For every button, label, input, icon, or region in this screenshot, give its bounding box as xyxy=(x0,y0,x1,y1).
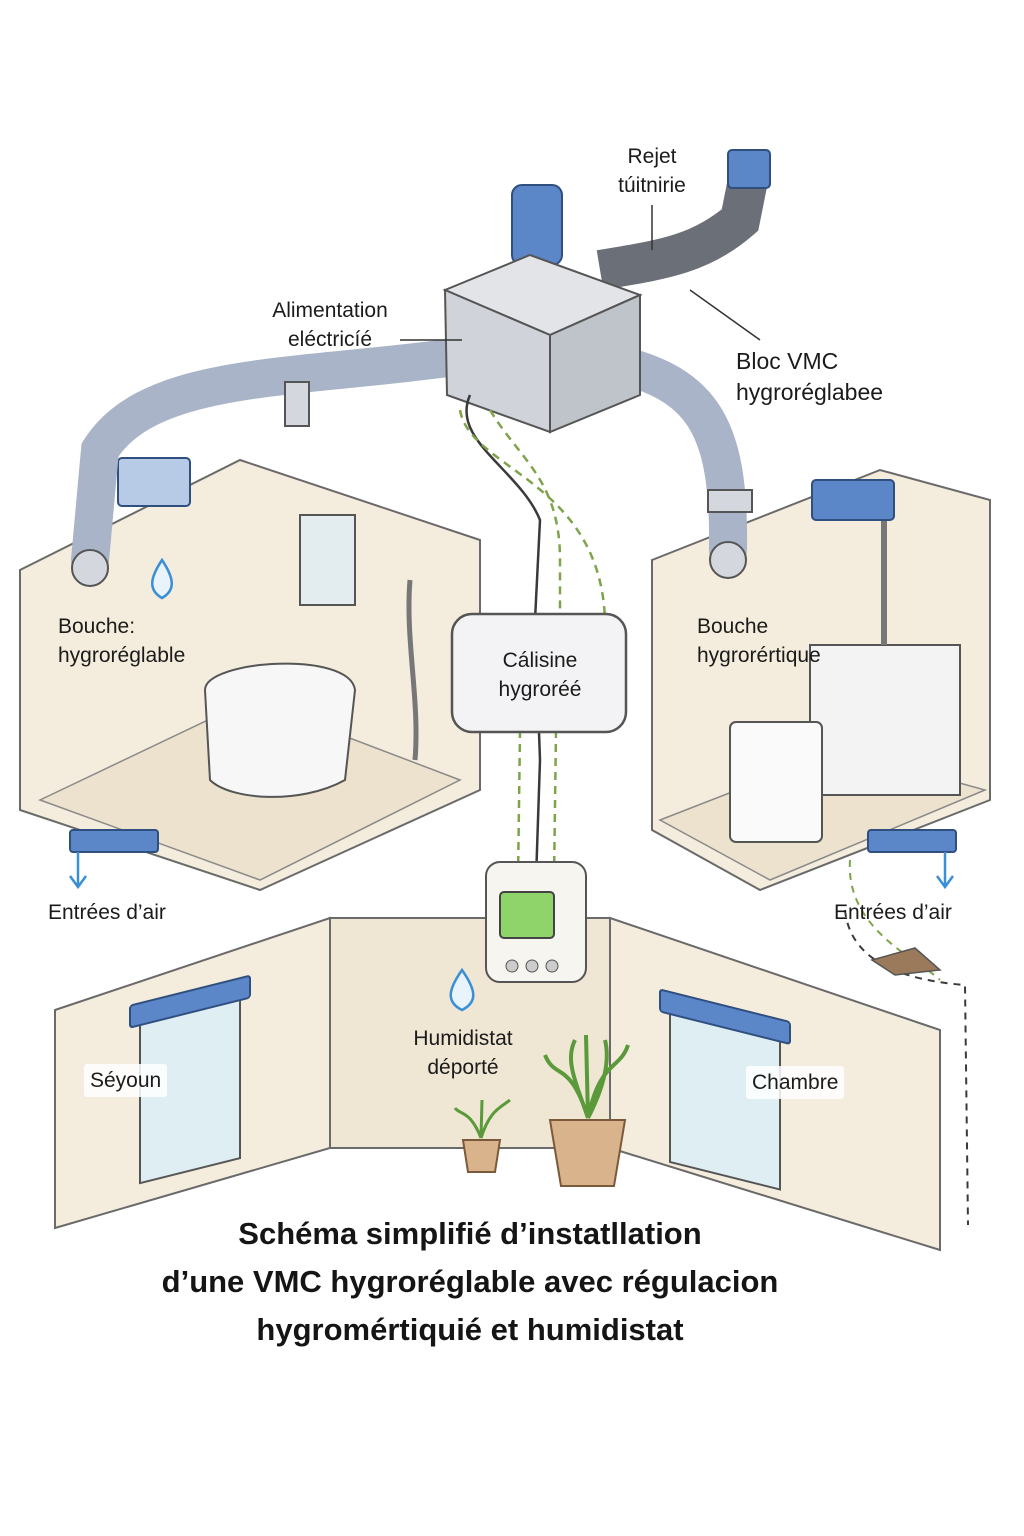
large-plant-leaves xyxy=(543,1034,630,1119)
label-humidistat: Humidistat déporté xyxy=(388,1024,538,1082)
large-plant-pot xyxy=(548,1119,627,1187)
toilet xyxy=(203,662,357,798)
label-bouche-right: Bouche hygrorértique xyxy=(697,612,821,670)
outdoor-sensor xyxy=(870,947,942,976)
water-drop-icon xyxy=(151,557,173,600)
small-plant-leaves xyxy=(453,1098,511,1139)
living-room-vent xyxy=(129,975,251,1028)
label-caisson-line1: Cálisine xyxy=(502,649,578,672)
duct-collar-right xyxy=(707,489,753,513)
label-rejet: Rejet túitnirie xyxy=(592,142,712,200)
cables xyxy=(458,394,969,1226)
small-plant-pot xyxy=(461,1139,502,1173)
label-sejour: Séyoun xyxy=(84,1064,168,1097)
exhaust-cap xyxy=(727,149,771,189)
cable-green-4 xyxy=(552,729,558,881)
kitchen-room xyxy=(651,468,991,892)
label-rejet-line2: túitnirie xyxy=(618,174,686,197)
cable-dark xyxy=(465,394,542,881)
water-drop-icon xyxy=(449,967,475,1012)
bathroom-air-inlet xyxy=(69,829,159,853)
arrow-down-icon xyxy=(68,852,88,890)
label-bloc-vmc-line2: hygroréglabee xyxy=(736,379,884,405)
bathroom-mirror xyxy=(299,514,356,606)
bathroom-room xyxy=(19,457,481,892)
bathroom-vent-top xyxy=(117,457,191,507)
bathroom-extract-vent xyxy=(71,549,109,587)
label-bouche-left: Bouche: hygroréglable xyxy=(58,612,185,670)
label-rejet-line1: Rejet xyxy=(627,145,677,168)
label-caisson-line2: hygroréé xyxy=(498,678,582,701)
label-chambre: Chambre xyxy=(746,1066,845,1099)
label-bloc-vmc-line1: Bloc VMC xyxy=(736,348,839,374)
label-bouche-right-line2: hygrorértique xyxy=(697,644,821,667)
humidistat-device xyxy=(485,861,587,983)
kitchen-appliance xyxy=(809,644,961,796)
duct-left xyxy=(71,336,489,579)
humidistat-button-right xyxy=(545,959,559,973)
label-bloc-vmc: Bloc VMC hygroréglabee xyxy=(736,346,883,408)
top-outlet xyxy=(511,184,563,266)
cable-green-1 xyxy=(488,409,562,620)
ducts xyxy=(71,149,771,587)
cable-to-kitchen-vent xyxy=(848,859,941,981)
label-humidistat-line1: Humidistat xyxy=(413,1027,513,1050)
label-alimentation-line2: eléctricíé xyxy=(287,328,373,351)
label-bouche-left-line1: Bouche: xyxy=(58,615,136,638)
towel-rail xyxy=(406,579,419,761)
kitchen-bin xyxy=(729,721,823,843)
bedroom-window xyxy=(669,1010,781,1191)
label-alimentation-line1: Alimentation xyxy=(272,299,388,322)
kitchen-air-inlet xyxy=(867,829,957,853)
label-bouche-right-line1: Bouche xyxy=(697,615,769,638)
cable-green-3 xyxy=(516,729,522,881)
kitchen-vent-top xyxy=(811,479,895,521)
diagram-title: Schéma simplifié d’instatllation d’une V… xyxy=(80,1210,860,1354)
humidistat-screen xyxy=(499,891,555,939)
duct-exhaust xyxy=(596,166,770,290)
duct-collar-left xyxy=(284,381,310,427)
label-bouche-left-line2: hygroréglable xyxy=(58,644,186,667)
humidistat-button-mid xyxy=(525,959,539,973)
kitchen-extract-vent xyxy=(709,541,747,579)
label-caisson: Cálisine hygroréé xyxy=(456,646,624,704)
vmc-unit xyxy=(442,253,643,434)
label-entrees-left: Entrées d’air xyxy=(48,901,166,924)
arrow-down-icon xyxy=(935,852,955,890)
bedroom-vent xyxy=(659,989,791,1045)
label-humidistat-line2: déporté xyxy=(427,1056,499,1079)
leader-bloc xyxy=(689,289,761,341)
title-line-3: hygromértiquié et humidistat xyxy=(256,1312,684,1347)
cable-green-2 xyxy=(458,409,607,621)
humidistat-button-left xyxy=(505,959,519,973)
label-alimentation: Alimentation eléctricíé xyxy=(240,296,420,354)
title-line-1: Schéma simplifié d’instatllation xyxy=(238,1216,702,1251)
cable-to-bedroom xyxy=(844,909,969,1226)
caisson-box xyxy=(450,612,628,734)
vmc-right-face xyxy=(549,293,641,434)
label-entrees-right: Entrées d’air xyxy=(834,901,952,924)
title-line-2: d’une VMC hygroréglable avec régulacion xyxy=(161,1264,779,1299)
